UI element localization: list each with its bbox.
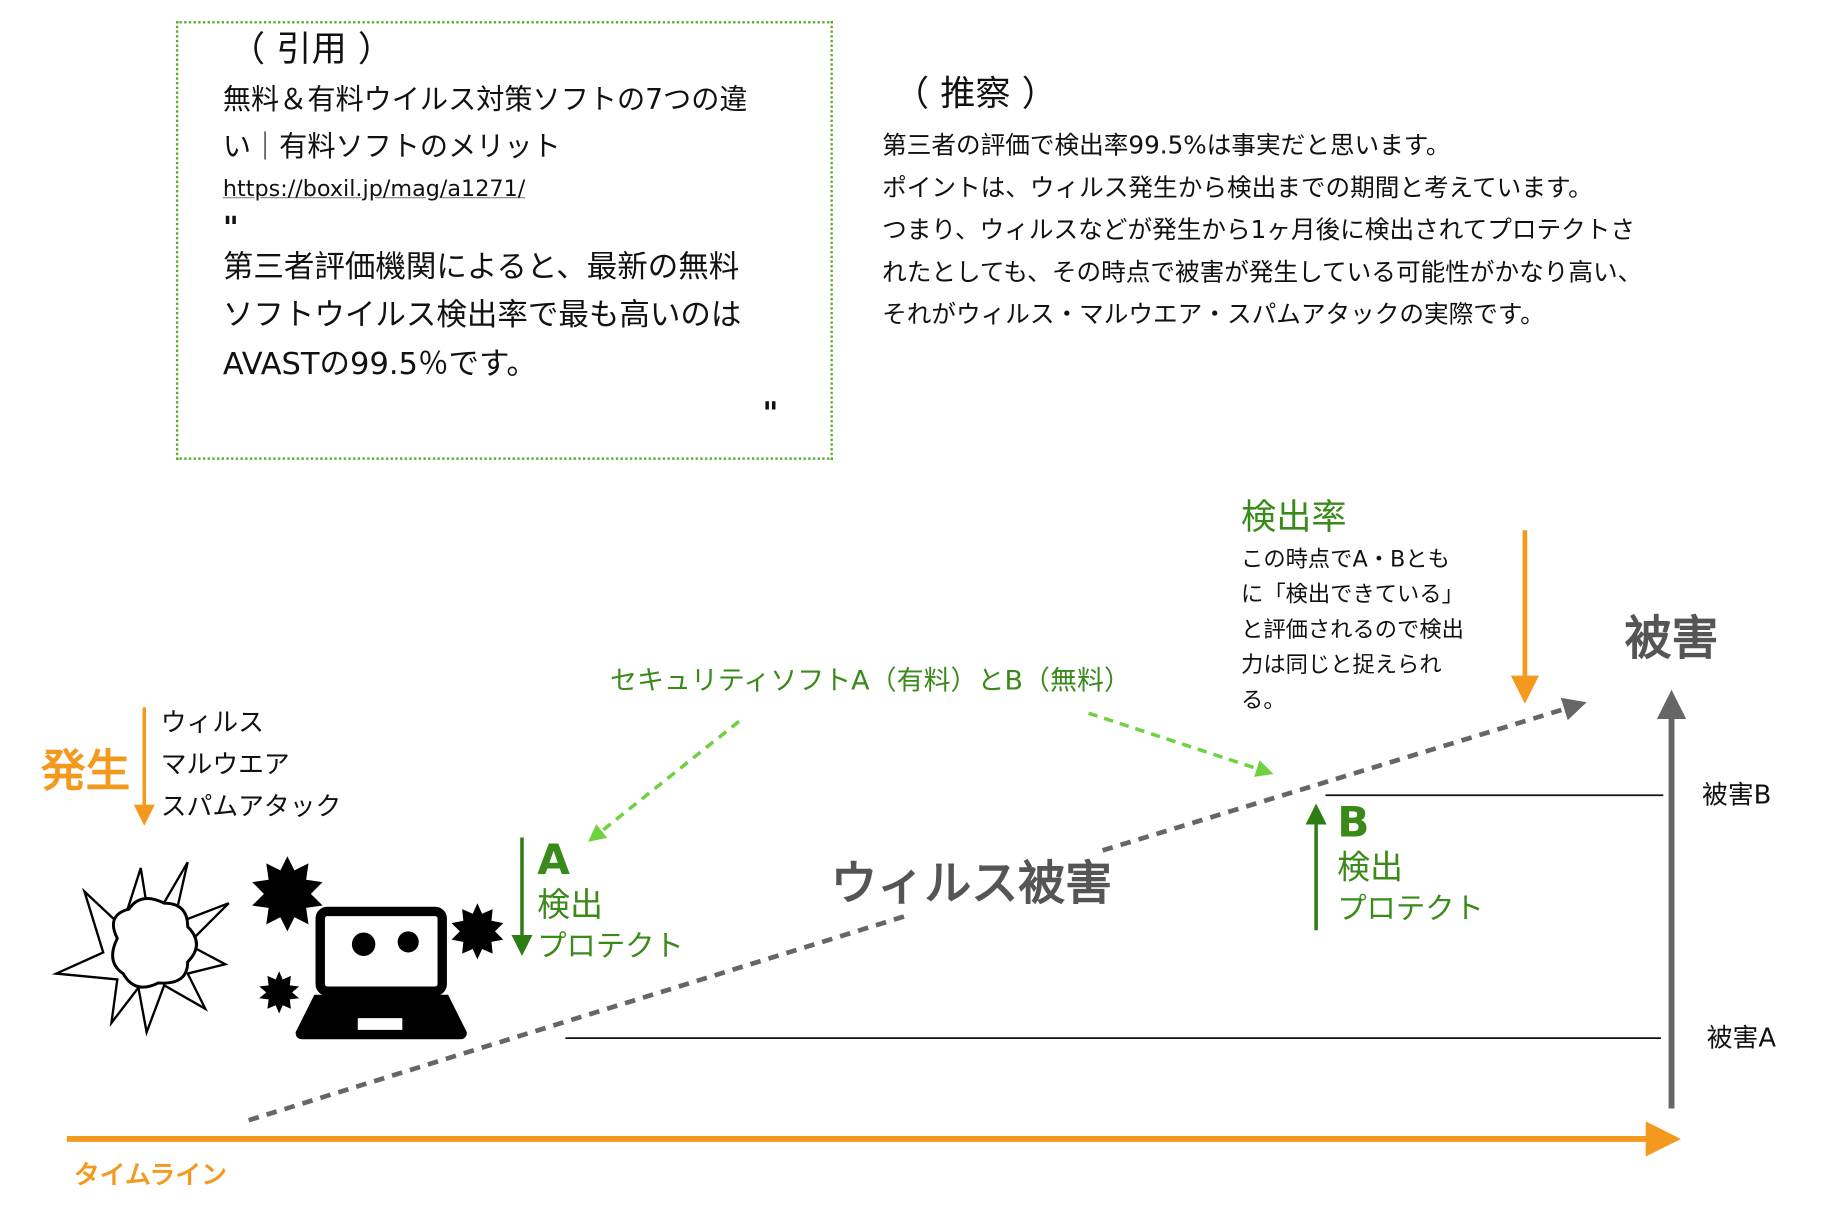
software-b-letter: B (1337, 798, 1370, 847)
timeline-label: タイムライン (73, 1161, 227, 1191)
pointer-arrow-b (1087, 711, 1274, 777)
detection-rate-note: に「検出できている」 (1241, 581, 1464, 608)
quote-body-line: 第三者評価機関によると、最新の無料 (222, 249, 740, 286)
outbreak-label: 発生 (41, 744, 131, 797)
quote-title-line: 無料＆有料ウイルス対策ソフトの7つの違 (222, 83, 748, 117)
virus-damage-trend (1101, 697, 1587, 853)
detection-rate-note: る。 (1241, 687, 1286, 714)
quote-body-line: ソフトウイルス検出率で最も高いのは (222, 297, 742, 334)
damage-b-label: 被害B (1702, 781, 1772, 811)
open-quote-mark: " (222, 211, 239, 247)
threat-label: スパムアタック (160, 792, 342, 823)
software-a-letter: A (537, 836, 570, 885)
threat-label: マルウエア (160, 750, 290, 781)
inference-line: ポイントは、ウィルス発生から検出までの期間と考えています。 (882, 173, 1593, 202)
explosion-icon (51, 861, 230, 1037)
threat-label: ウィルス (160, 708, 264, 738)
software-b-detect: 検出 (1337, 848, 1403, 887)
virus-icon (252, 856, 504, 1014)
close-quote-mark: " (762, 396, 779, 432)
inference-line: れたとしても、その時点で被害が発生している可能性がかなり高い、 (882, 258, 1643, 287)
inference-line: 第三者の評価で検出率99.5%は事実だと思います。 (882, 131, 1451, 160)
source-link[interactable]: https://boxil.jp/mag/a1271/ (222, 175, 526, 202)
quote-box (175, 21, 833, 460)
detection-rate-note: 力は同じと捉えられ (1241, 652, 1442, 678)
detection-rate-title: 検出率 (1241, 497, 1347, 539)
inference-heading: （ 推察 ） (893, 73, 1057, 115)
virus-damage-trend (247, 912, 910, 1123)
quote-heading: （ 引用 ） (229, 29, 394, 71)
software-label: セキュリティソフトA（有料）とB（無料） (609, 666, 1131, 697)
detection-rate-note: この時点でA・Bとも (1241, 546, 1450, 573)
laptop-icon (295, 906, 467, 1040)
software-b-protect: プロテクト (1337, 891, 1484, 926)
inference-line: つまり、ウィルスなどが発生から1ヶ月後に検出されてプロテクトさ (882, 215, 1636, 244)
inference-line: それがウィルス・マルウエア・スパムアタックの実際です。 (882, 300, 1545, 329)
damage-a-label: 被害A (1706, 1024, 1776, 1054)
virus-damage-label: ウィルス被害 (830, 857, 1113, 912)
software-a-detect: 検出 (537, 885, 603, 925)
pointer-arrow-a (588, 720, 741, 842)
damage-title: 被害 (1624, 612, 1719, 667)
quote-body-line: AVASTの99.5％です。 (222, 347, 537, 383)
software-a-protect: プロテクト (537, 929, 684, 964)
quote-title-line: い｜有料ソフトのメリット (222, 130, 561, 164)
detection-rate-note: と評価されるので検出 (1241, 616, 1464, 643)
